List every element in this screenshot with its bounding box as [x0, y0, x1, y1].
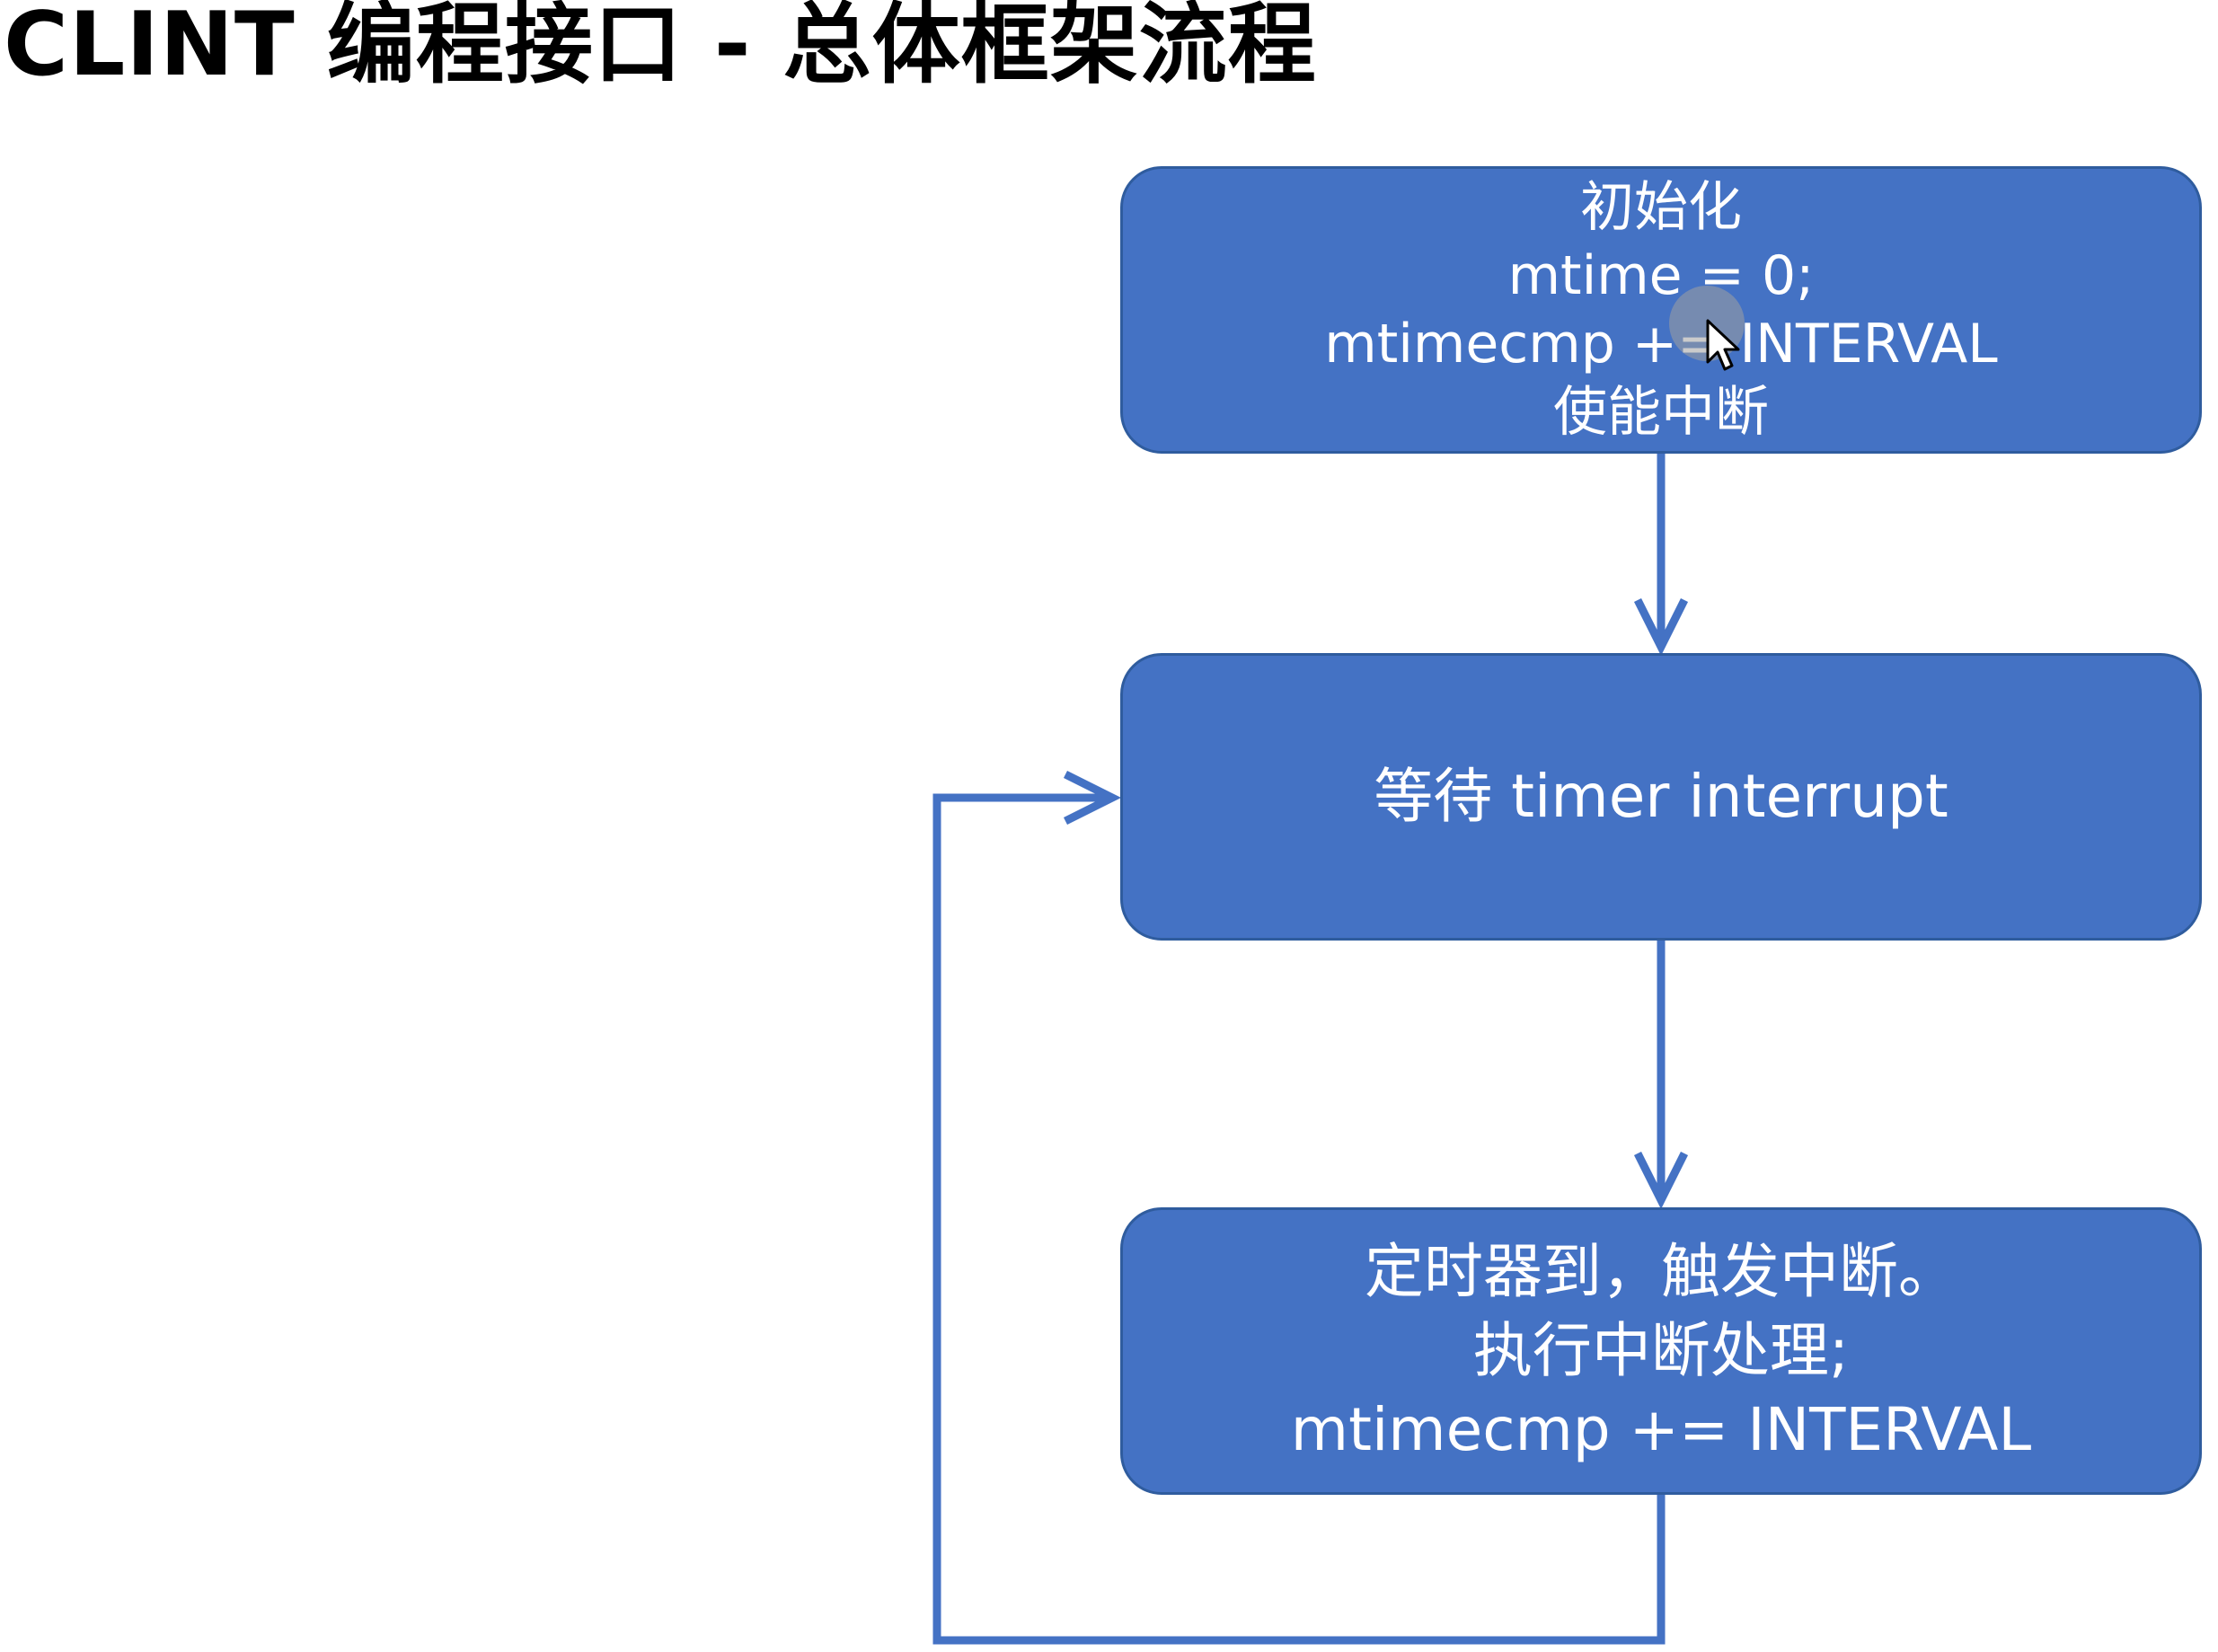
- init-line-1: 初始化: [1580, 176, 1742, 239]
- wait-line-1: 等待 timer interrupt: [1374, 762, 1948, 831]
- init-line-4: 使能中断: [1553, 381, 1769, 444]
- arrow-wait-to-handle: [1633, 941, 1689, 1210]
- handle-line-2: 执行中断处理;: [1472, 1316, 1850, 1385]
- init-box: 初始化 mtime = 0; mtimecmp += INTERVAL 使能中断: [1120, 166, 2202, 454]
- wait-box: 等待 timer interrupt: [1120, 653, 2202, 941]
- arrow-init-to-wait: [1633, 454, 1689, 657]
- mouse-pointer-icon: [1706, 319, 1740, 371]
- init-line-2: mtime = 0;: [1507, 244, 1815, 307]
- handle-box: 定时器到，触发中断。 执行中断处理; mtimecmp += INTERVAL: [1120, 1207, 2202, 1495]
- handle-line-1: 定时器到，触发中断。: [1365, 1237, 1957, 1306]
- page-title: CLINT 编程接口 - 总体框架流程: [4, 0, 1317, 96]
- handle-line-3: mtimecmp += INTERVAL: [1290, 1395, 2032, 1464]
- init-line-3: mtimecmp += INTERVAL: [1324, 313, 1998, 375]
